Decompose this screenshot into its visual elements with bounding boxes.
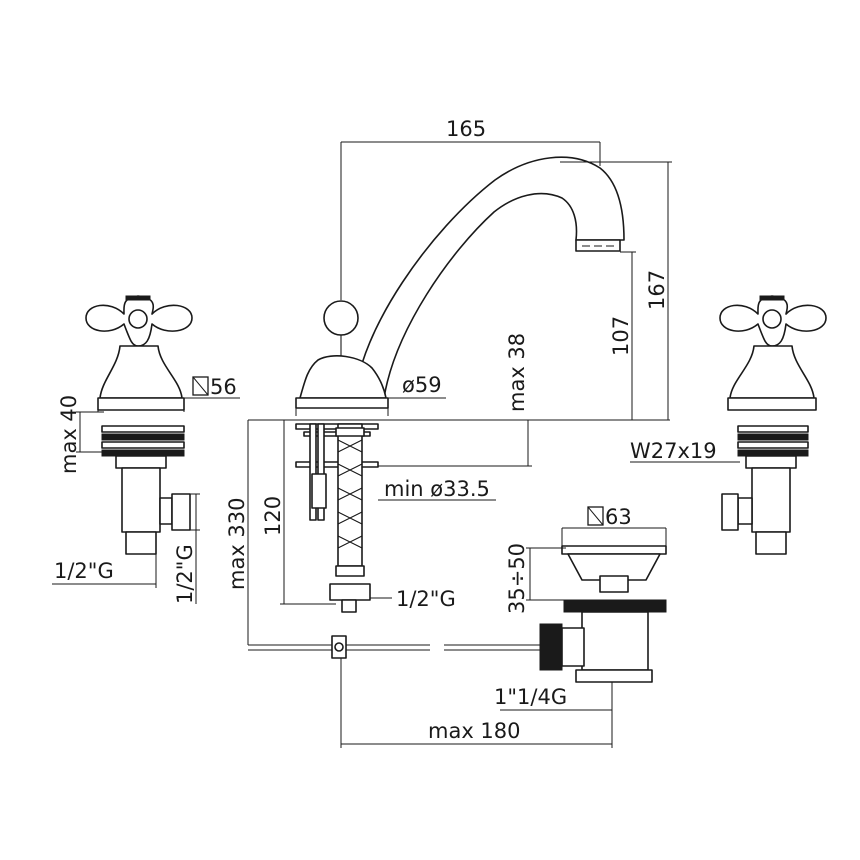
waste-cap-dome: [567, 553, 661, 581]
label-valve-inlet-thread: 1/2"G: [54, 559, 114, 583]
hose-nut: [329, 583, 371, 601]
left-handle-indicator: [125, 295, 151, 301]
waste-cap: [561, 545, 667, 555]
dimension-labels: 165 167 107 max 38 ø59 min ø33.5 120 max…: [54, 117, 717, 743]
dimension-lines: [52, 141, 740, 748]
label-deck-max: max 38: [505, 333, 529, 412]
label-overall-height: 167: [645, 270, 669, 310]
square-symbol-56: [192, 376, 209, 396]
spout-base-flange: [295, 397, 389, 409]
hose-tail: [341, 599, 357, 613]
left-washer-1: [101, 425, 185, 433]
label-hose-length: 120: [261, 496, 285, 536]
waste-flange: [563, 599, 667, 613]
left-valve-body: [99, 345, 183, 399]
label-valve-flange: 56: [210, 375, 237, 399]
spout-nut: [311, 473, 327, 509]
spout-base: [299, 355, 387, 399]
label-hose-connection: 1/2"G: [396, 587, 456, 611]
label-valve-outlet-thread: 1/2"G: [173, 544, 197, 604]
label-spout-base-diameter: ø59: [402, 373, 442, 397]
right-valve-outlet: [737, 497, 753, 525]
spout-rod-left: [309, 423, 317, 521]
waste-rod-housing: [561, 627, 585, 667]
lever-knob: [323, 300, 359, 336]
label-max-below-deck: max 330: [225, 497, 249, 590]
right-washer-1: [737, 425, 809, 433]
left-valve: [85, 295, 193, 555]
left-washer-4: [101, 449, 185, 457]
label-waste-thread: 1"1/4G: [494, 685, 567, 709]
square-symbol-63: [587, 506, 604, 526]
label-spout-reach: 165: [446, 117, 486, 141]
label-hole-min-diameter: min ø33.5: [384, 477, 490, 501]
label-valve-thread: W27x19: [630, 439, 717, 463]
label-waste-cap: 63: [605, 505, 632, 529]
waste-rod-nut: [539, 623, 563, 671]
right-handle-indicator: [759, 295, 785, 301]
label-outlet-height: 107: [609, 316, 633, 356]
left-valve-shank: [121, 467, 161, 533]
spout-rod-right: [317, 423, 325, 521]
left-valve-flange: [97, 397, 185, 411]
right-valve: [719, 295, 827, 555]
right-valve-flange: [727, 397, 817, 411]
spout-body: [354, 156, 625, 399]
left-washer-2: [101, 433, 185, 441]
spout-bottom-plate: [295, 461, 379, 468]
spout-assembly: [248, 156, 625, 659]
popup-waste: [444, 545, 667, 683]
left-washer-3: [101, 441, 185, 449]
left-locknut: [115, 455, 167, 469]
right-washer-2: [737, 433, 809, 441]
braided-hose: [337, 423, 363, 567]
left-valve-outlet: [159, 497, 173, 525]
right-locknut: [745, 455, 797, 469]
hose-ferrule-bottom: [335, 565, 365, 577]
right-handle-cap: [762, 309, 782, 329]
popup-clamp-screw: [334, 642, 344, 652]
right-valve-body: [729, 345, 815, 399]
label-valve-deck-max: max 40: [57, 395, 81, 474]
label-max-lever-reach: max 180: [428, 719, 521, 743]
waste-body: [581, 611, 649, 671]
right-washer-4: [737, 449, 809, 457]
left-outlet-nut: [171, 493, 191, 531]
label-waste-height: 35÷50: [505, 543, 529, 614]
right-valve-shank: [751, 467, 791, 533]
waste-plug-stem: [599, 575, 629, 593]
hose-braid-pattern: [337, 439, 363, 549]
right-washer-3: [737, 441, 809, 449]
hose-ferrule-top: [335, 427, 365, 437]
left-handle-cap: [128, 309, 148, 329]
right-outlet-nut: [721, 493, 739, 531]
waste-tail: [575, 669, 653, 683]
left-inlet-tail: [125, 531, 157, 555]
right-inlet-tail: [755, 531, 787, 555]
